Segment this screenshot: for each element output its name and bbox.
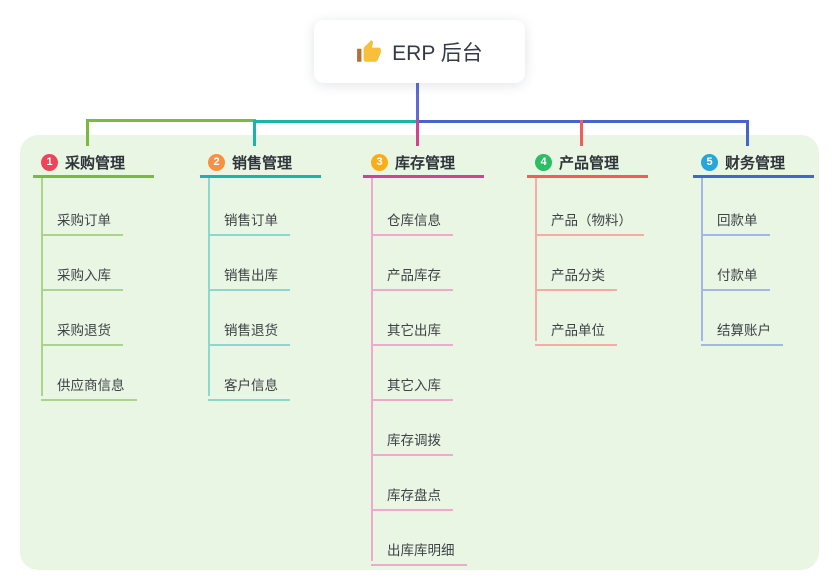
branch-node-3[interactable]: 3 库存管理 [363, 150, 484, 178]
child-node[interactable]: 付款单 [701, 259, 770, 291]
thumbs-up-icon [357, 39, 382, 62]
root-label: ERP 后台 [392, 41, 483, 65]
child-node[interactable]: 结算账户 [701, 314, 783, 346]
child-node[interactable]: 销售出库 [208, 259, 290, 291]
connector-line [580, 120, 583, 146]
branch-number-badge: 5 [701, 154, 718, 171]
branch-label: 采购管理 [65, 155, 126, 172]
branch-label: 销售管理 [232, 155, 293, 172]
branch-number-badge: 3 [371, 154, 388, 171]
branch-label: 库存管理 [395, 155, 456, 172]
child-node[interactable]: 采购入库 [41, 259, 123, 291]
child-node[interactable]: 采购订单 [41, 204, 123, 236]
child-node[interactable]: 出库库明细 [371, 534, 467, 566]
child-node[interactable]: 产品分类 [535, 259, 617, 291]
branches-panel [20, 135, 819, 570]
child-node[interactable]: 产品单位 [535, 314, 617, 346]
branch-label: 财务管理 [725, 155, 786, 172]
connector-line [416, 83, 419, 123]
root-node[interactable]: ERP 后台 [314, 20, 525, 83]
branch-label: 产品管理 [559, 155, 620, 172]
child-node[interactable]: 销售订单 [208, 204, 290, 236]
child-node[interactable]: 库存盘点 [371, 479, 453, 511]
branch-number-badge: 1 [41, 154, 58, 171]
child-node[interactable]: 仓库信息 [371, 204, 453, 236]
connector-line [253, 120, 419, 123]
connector-line [86, 119, 256, 122]
child-node[interactable]: 产品库存 [371, 259, 453, 291]
child-node[interactable]: 其它出库 [371, 314, 453, 346]
child-connector-line [208, 178, 210, 396]
branch-node-5[interactable]: 5 财务管理 [693, 150, 814, 178]
branch-node-2[interactable]: 2 销售管理 [200, 150, 321, 178]
child-node[interactable]: 回款单 [701, 204, 770, 236]
child-node[interactable]: 库存调拨 [371, 424, 453, 456]
connector-line [416, 120, 419, 146]
child-node[interactable]: 产品（物料） [535, 204, 644, 236]
child-connector-line [535, 178, 537, 341]
child-node[interactable]: 采购退货 [41, 314, 123, 346]
child-node[interactable]: 其它入库 [371, 369, 453, 401]
branch-number-badge: 2 [208, 154, 225, 171]
child-node[interactable]: 销售退货 [208, 314, 290, 346]
child-node[interactable]: 供应商信息 [41, 369, 137, 401]
child-connector-line [371, 178, 373, 561]
child-connector-line [41, 178, 43, 396]
branch-number-badge: 4 [535, 154, 552, 171]
branch-node-1[interactable]: 1 采购管理 [33, 150, 154, 178]
child-connector-line [701, 178, 703, 341]
connector-line [86, 120, 89, 146]
connector-line [253, 120, 256, 146]
child-node[interactable]: 客户信息 [208, 369, 290, 401]
branch-node-4[interactable]: 4 产品管理 [527, 150, 648, 178]
connector-line [746, 120, 749, 146]
